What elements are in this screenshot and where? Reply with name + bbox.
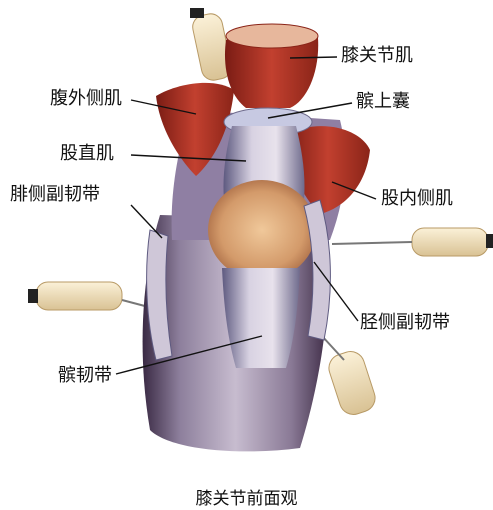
label-vastus-lateralis: 腹外侧肌 (50, 90, 122, 108)
pin-right (332, 228, 493, 256)
label-tibial-collateral-ligament: 胫侧副韧带 (360, 314, 450, 332)
label-rectus-femoris: 股直肌 (60, 145, 114, 163)
label-articularis-genus: 膝关节肌 (341, 47, 413, 65)
label-suprapatellar-bursa: 髌上囊 (356, 93, 410, 111)
pin-left (28, 282, 160, 310)
figure-caption: 膝关节前面观 (0, 484, 493, 509)
label-vastus-medialis: 股内侧肌 (381, 190, 453, 208)
label-fibular-collateral-ligament: 腓侧副韧带 (10, 186, 100, 204)
patella-shape (208, 180, 316, 280)
muscle-cut-top (226, 24, 318, 48)
pin-bottom-right (322, 336, 379, 418)
patellar-ligament-shape (222, 268, 300, 368)
label-patellar-ligament: 髌韧带 (58, 367, 112, 385)
